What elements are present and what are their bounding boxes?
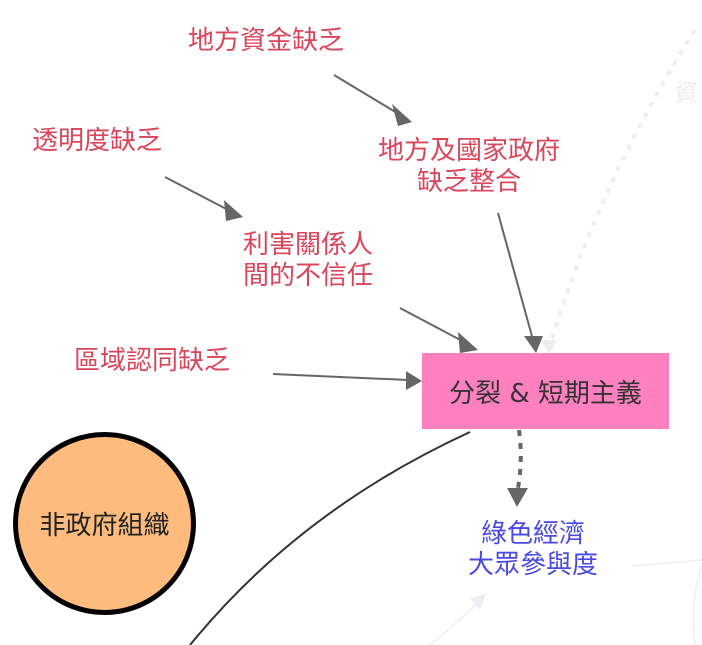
- node-public-participation: 綠色經濟 大眾參與度: [468, 519, 598, 581]
- arrow-transparency-to-trust: [164, 176, 233, 213]
- faded-dotted-arrow: [548, 28, 697, 346]
- node-gov-integration-line2: 缺乏整合: [417, 167, 522, 197]
- node-fragmentation-label: 分裂 & 短期主義: [449, 378, 642, 409]
- node-gov-integration: 地方及國家政府 缺乏整合: [378, 136, 560, 198]
- dotted-arrowhead: [507, 488, 528, 507]
- faded-dotted-arrowhead: [541, 340, 557, 354]
- node-stakeholder-trust: 利害關係人 間的不信任: [243, 230, 373, 292]
- node-stakeholder-trust-line1: 利害關係人: [243, 230, 374, 260]
- faded-arrow-bottom: [429, 599, 481, 645]
- arrowhead-integration: [524, 336, 543, 353]
- arrow-identity-to-box: [272, 373, 409, 381]
- faded-line-right: [631, 559, 702, 567]
- faded-arrowhead-bottom: [470, 594, 486, 610]
- node-ngo-label: 非政府組織: [39, 511, 170, 541]
- arrowhead-identity: [406, 371, 422, 390]
- node-regional-identity: 區域認同缺乏: [74, 346, 231, 376]
- arrowhead-trust: [458, 332, 478, 353]
- arrow-trust-to-box: [399, 307, 467, 344]
- faded-edge-label: 資: [674, 79, 698, 107]
- arrowhead-funding: [392, 104, 412, 126]
- node-gov-integration-line1: 地方及國家政府: [378, 136, 561, 166]
- node-transparency: 透明度缺乏: [32, 126, 163, 156]
- node-public-participation-line1: 綠色經濟: [481, 519, 586, 549]
- arrow-integration-to-box: [497, 212, 534, 341]
- node-public-participation-line2: 大眾參與度: [468, 550, 599, 580]
- node-local-funding: 地方資金缺乏: [188, 26, 345, 56]
- dotted-arrow-box-to-participation: [516, 429, 523, 489]
- faded-curve-right: [692, 564, 702, 645]
- arrowhead-transparency: [224, 200, 243, 221]
- arrow-funding-to-integration: [333, 74, 403, 117]
- curve-box-to-bottom-left: [189, 431, 471, 645]
- node-ngo: 非政府組織: [13, 432, 196, 615]
- node-fragmentation: 分裂 & 短期主義: [422, 353, 669, 429]
- node-stakeholder-trust-line2: 間的不信任: [243, 261, 374, 291]
